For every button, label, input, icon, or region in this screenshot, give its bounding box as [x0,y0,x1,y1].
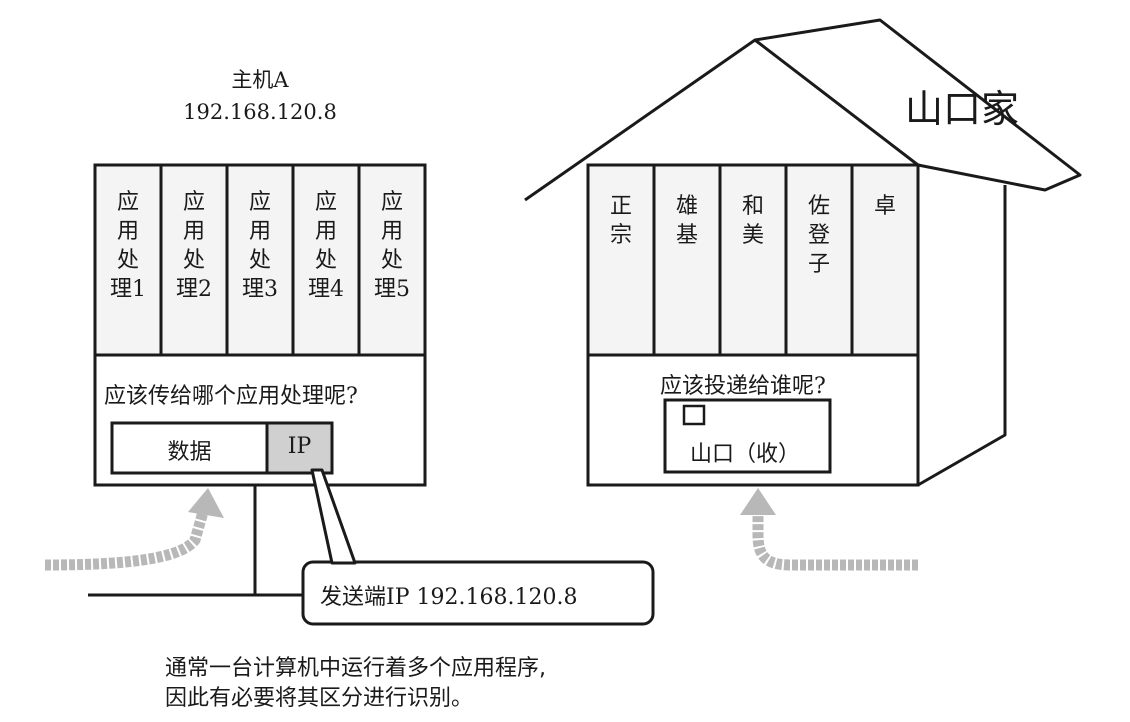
house-question: 应该投递给谁呢? [660,374,826,399]
ip-label: IP [287,434,312,459]
host-ip: 192.168.120.8 [183,100,337,124]
member-column [850,163,920,357]
house-name: 山口家 [905,87,1020,131]
host-title: 主机A [231,68,289,92]
app-column [93,163,163,357]
member-name: 雄基 [675,194,698,248]
arrow-head-house [740,488,776,515]
arrow-to-host [44,503,211,571]
postal-code-square [682,404,706,426]
callout-box [301,560,655,626]
arrow-to-house [752,510,918,571]
host-question: 应该传给哪个应用处理呢? [104,384,358,409]
app-column [357,163,427,357]
member-column [586,163,656,357]
member-column [784,163,854,357]
member-name: 正宗 [609,194,632,248]
arrow-head-host [188,488,224,518]
host-app-columns [93,163,427,357]
ip-box [265,421,334,475]
member-name: 和美 [741,194,764,248]
app-label: 应用处理1 [110,190,146,302]
house-side-wall [917,185,1007,487]
member-column [652,163,722,357]
app-label: 应用处理2 [176,190,212,302]
house-member-columns [586,163,920,357]
app-label: 应用处理3 [242,190,278,302]
member-column [718,163,788,357]
app-label: 应用处理5 [374,190,410,302]
app-label: 应用处理4 [308,190,344,302]
roof-side [754,18,1082,192]
callout-pointer [310,468,357,565]
letter-label: 山口（收） [690,442,801,467]
caption-line-1: 通常一台计算机中运行着多个应用程序, [165,656,546,681]
callout-text: 发送端IP 192.168.120.8 [320,585,578,610]
caption-line-2: 因此有必要将其区分进行识别。 [165,686,474,711]
member-name: 卓 [873,194,896,219]
app-column [159,163,229,357]
data-label: 数据 [167,440,212,465]
member-name: 佐登子 [807,194,830,277]
